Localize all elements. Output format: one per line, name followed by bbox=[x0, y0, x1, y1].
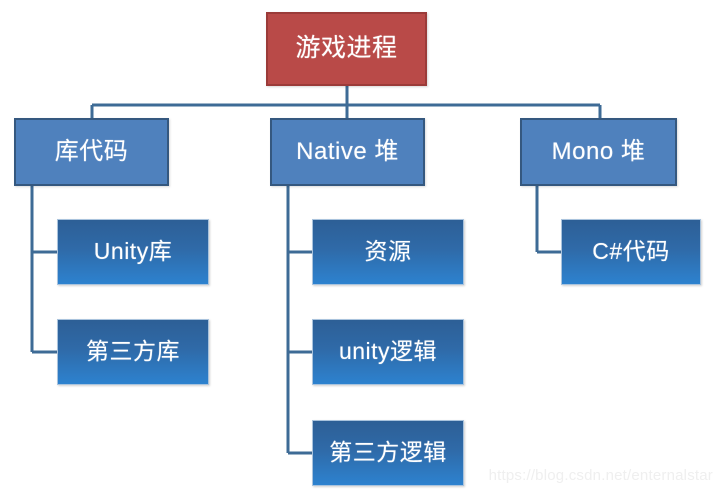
node-leaf-unity-library[interactable]: Unity库 bbox=[57, 219, 209, 285]
node-leaf-assets[interactable]: 资源 bbox=[312, 219, 464, 285]
node-leaf-third-party-logic[interactable]: 第三方逻辑 bbox=[312, 420, 464, 486]
node-leaf-label: 第三方库 bbox=[86, 338, 180, 365]
node-leaf-label: 第三方逻辑 bbox=[329, 439, 447, 466]
watermark-text: https://blog.csdn.net/enternalstar bbox=[488, 467, 713, 484]
node-branch-mono-heap[interactable]: Mono 堆 bbox=[520, 118, 677, 186]
node-leaf-third-party-library[interactable]: 第三方库 bbox=[57, 319, 209, 385]
node-leaf-label: 资源 bbox=[364, 238, 412, 265]
node-leaf-csharp-code[interactable]: C#代码 bbox=[561, 219, 701, 285]
node-leaf-unity-logic[interactable]: unity逻辑 bbox=[312, 319, 464, 385]
node-branch-library-code[interactable]: 库代码 bbox=[14, 118, 169, 186]
node-leaf-label: Unity库 bbox=[93, 238, 173, 265]
node-branch-label: Mono 堆 bbox=[551, 137, 646, 165]
node-leaf-label: C#代码 bbox=[592, 238, 670, 265]
node-branch-label: 库代码 bbox=[54, 137, 129, 165]
node-branch-label: Native 堆 bbox=[296, 137, 399, 165]
node-root-game-process[interactable]: 游戏进程 bbox=[266, 12, 427, 86]
node-root-label: 游戏进程 bbox=[295, 34, 398, 63]
node-leaf-label: unity逻辑 bbox=[338, 338, 438, 365]
node-branch-native-heap[interactable]: Native 堆 bbox=[270, 118, 425, 186]
